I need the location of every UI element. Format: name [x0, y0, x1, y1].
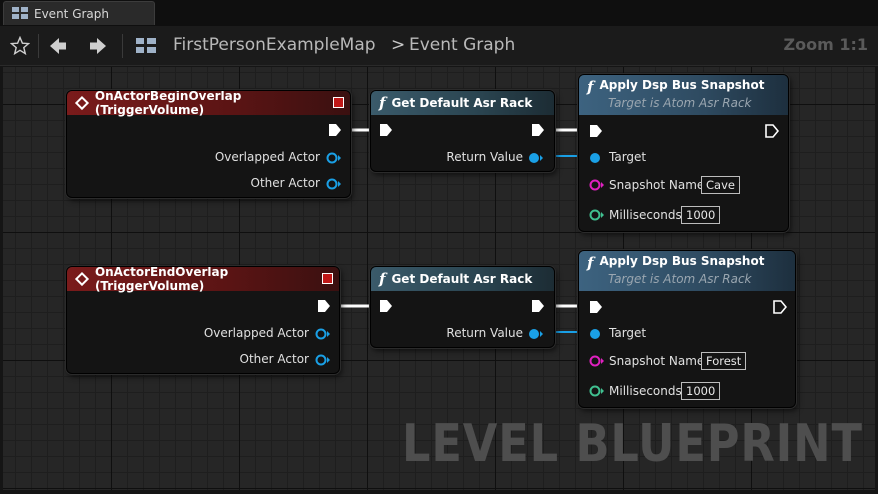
- pin-label: Milliseconds: [609, 208, 682, 222]
- exec-out-pin-icon[interactable]: [531, 299, 545, 313]
- exec-out-pin-icon[interactable]: [773, 300, 787, 314]
- node-subtitle: Target is Atom Asr Rack: [608, 96, 752, 110]
- milliseconds-input[interactable]: 1000: [681, 382, 721, 400]
- pin-label: Milliseconds: [609, 384, 682, 398]
- pin-label: Return Value: [446, 326, 523, 340]
- exec-out-pin-icon[interactable]: [317, 299, 331, 313]
- delegate-pin-icon[interactable]: [322, 273, 333, 284]
- exec-in-pin-icon[interactable]: [379, 123, 393, 137]
- event-node-end-overlap[interactable]: OnActorEndOverlap (TriggerVolume) Overla…: [66, 266, 340, 374]
- node-title: Apply Dsp Bus Snapshot: [599, 78, 765, 92]
- event-icon: [74, 95, 89, 111]
- star-icon[interactable]: [6, 32, 34, 60]
- event-node-begin-overlap[interactable]: OnActorBeginOverlap (TriggerVolume) Over…: [66, 90, 351, 198]
- breadcrumb-graph[interactable]: Event Graph: [409, 35, 516, 55]
- exec-in-pin-icon[interactable]: [379, 299, 393, 313]
- graph-icon: [132, 32, 160, 60]
- node-title: Get Default Asr Rack: [391, 96, 533, 110]
- float-pin-icon[interactable]: [589, 384, 605, 398]
- function-icon: f: [379, 270, 386, 288]
- back-arrow-icon[interactable]: [44, 32, 72, 60]
- graph-toolbar: FirstPersonExampleMap > Event Graph Zoom…: [0, 26, 878, 66]
- breadcrumb-separator: >: [391, 35, 406, 55]
- breadcrumb-map[interactable]: FirstPersonExampleMap: [173, 35, 376, 55]
- get-default-asr-rack-node[interactable]: f Get Default Asr Rack Return Value: [370, 90, 555, 172]
- node-title: OnActorBeginOverlap (TriggerVolume): [94, 90, 242, 117]
- node-title: Apply Dsp Bus Snapshot: [599, 254, 765, 268]
- pin-label: Overlapped Actor: [214, 150, 320, 164]
- exec-out-pin-icon[interactable]: [765, 124, 779, 138]
- exec-in-pin-icon[interactable]: [589, 300, 603, 314]
- apply-dsp-bus-snapshot-node[interactable]: f Apply Dsp Bus Snapshot Target is Atom …: [578, 74, 789, 232]
- snapshot-name-input[interactable]: Forest: [701, 352, 747, 370]
- function-icon: f: [587, 78, 594, 96]
- object-pin-icon[interactable]: [315, 327, 331, 341]
- forward-arrow-icon[interactable]: [84, 32, 112, 60]
- object-pin-icon[interactable]: [326, 151, 342, 165]
- function-icon: f: [587, 254, 594, 272]
- object-pin-icon[interactable]: [589, 151, 605, 165]
- milliseconds-input[interactable]: 1000: [681, 206, 721, 224]
- pin-label: Return Value: [446, 150, 523, 164]
- event-icon: [74, 271, 90, 287]
- string-pin-icon[interactable]: [589, 354, 605, 368]
- string-pin-icon[interactable]: [589, 178, 605, 192]
- get-default-asr-rack-node[interactable]: f Get Default Asr Rack Return Value: [370, 266, 555, 348]
- object-pin-icon[interactable]: [589, 327, 605, 341]
- graph-icon: [12, 7, 28, 20]
- object-pin-icon[interactable]: [315, 353, 331, 367]
- node-title: Get Default Asr Rack: [391, 272, 533, 286]
- tab-bar: Event Graph: [0, 0, 878, 26]
- node-title: OnActorEndOverlap (TriggerVolume): [94, 266, 229, 293]
- function-icon: f: [379, 94, 386, 112]
- level-blueprint-watermark: LEVEL BLUEPRINT: [402, 414, 863, 474]
- exec-out-pin-icon[interactable]: [328, 123, 342, 137]
- float-pin-icon[interactable]: [589, 208, 605, 222]
- pin-label: Other Actor: [250, 176, 320, 190]
- zoom-level: Zoom 1:1: [783, 35, 869, 54]
- apply-dsp-bus-snapshot-node[interactable]: f Apply Dsp Bus Snapshot Target is Atom …: [578, 250, 796, 408]
- snapshot-name-input[interactable]: Cave: [701, 176, 740, 194]
- object-pin-icon[interactable]: [326, 177, 342, 191]
- delegate-pin-icon[interactable]: [333, 97, 344, 108]
- object-pin-icon[interactable]: [528, 151, 544, 165]
- pin-label: Target: [609, 326, 647, 340]
- pin-label: Target: [609, 150, 647, 164]
- pin-label: Overlapped Actor: [203, 326, 309, 340]
- object-pin-icon[interactable]: [528, 327, 544, 341]
- node-subtitle: Target is Atom Asr Rack: [608, 272, 752, 286]
- pin-label: Snapshot Name: [609, 354, 705, 368]
- pin-label: Other Actor: [239, 352, 309, 366]
- tab-event-graph[interactable]: Event Graph: [3, 1, 155, 25]
- pin-label: Snapshot Name: [609, 178, 705, 192]
- exec-out-pin-icon[interactable]: [531, 123, 545, 137]
- exec-in-pin-icon[interactable]: [589, 124, 603, 138]
- tab-label: Event Graph: [34, 6, 109, 21]
